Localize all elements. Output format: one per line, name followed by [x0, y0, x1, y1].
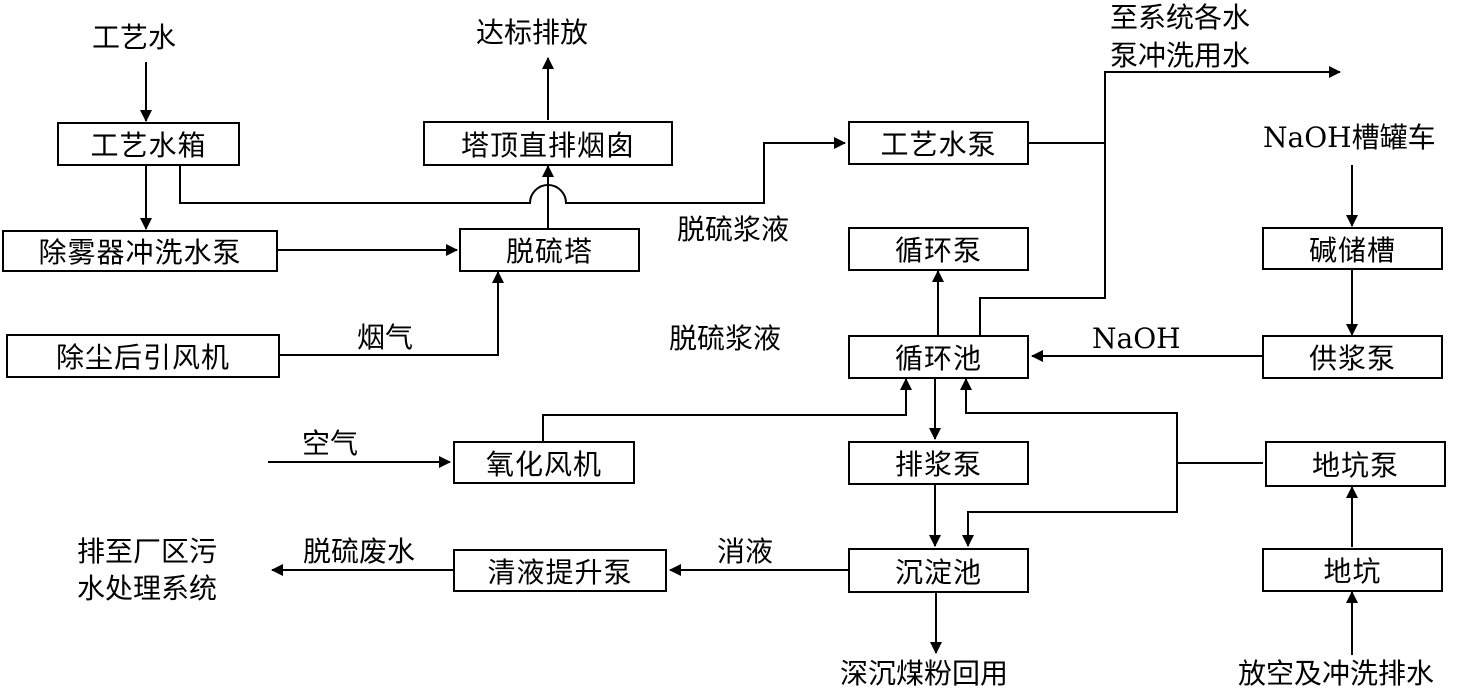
pit-pump-box: 地坑泵 — [1265, 441, 1446, 487]
arrow-oxidation-fan-to-tank — [542, 378, 912, 441]
arrow-fan-to-tower — [280, 271, 504, 356]
alkali-storage-tank-box: 碱储槽 — [1262, 227, 1443, 270]
to-plant-wastewater-line2: 水处理系统 — [77, 572, 218, 605]
supply-pump-box: 供浆泵 — [1262, 335, 1443, 379]
process-water-label: 工艺水 — [92, 21, 177, 54]
clear-liquid-label: 消液 — [717, 535, 774, 568]
venting-flushing-water-label: 放空及冲洗排水 — [1238, 657, 1435, 690]
tower-chimney-box: 塔顶直排烟囱 — [423, 121, 673, 166]
desulfurization-tower-box: 脱硫塔 — [459, 228, 640, 272]
line-tank-to-pump-feed — [979, 143, 1106, 335]
flue-gas-label: 烟气 — [357, 321, 414, 354]
induced-fan-box: 除尘后引风机 — [6, 334, 280, 378]
slurry-discharge-pump-box: 排浆泵 — [848, 441, 1029, 485]
coal-powder-recovery-label: 深沉煤粉回用 — [840, 657, 1009, 690]
naoh-truck-label: NaOH槽罐车 — [1263, 121, 1436, 154]
process-water-tank-box: 工艺水箱 — [57, 122, 240, 166]
circulation-pump-box: 循环泵 — [848, 227, 1029, 271]
pit-box: 地坑 — [1262, 548, 1443, 592]
arrow-to-system-pumps — [1028, 66, 1341, 144]
clear-liquid-pump-box: 清液提升泵 — [453, 549, 667, 592]
to-plant-wastewater-line1: 排至厂区污 — [77, 535, 218, 568]
air-label: 空气 — [302, 427, 359, 460]
to-system-pumps-line2: 泵冲洗用水 — [1110, 39, 1251, 72]
to-system-pumps-line1: 至系统各水 — [1110, 1, 1251, 34]
sedimentation-tank-box: 沉淀池 — [848, 548, 1029, 593]
naoh-label: NaOH — [1092, 322, 1181, 355]
oxidation-fan-box: 氧化风机 — [453, 441, 635, 484]
mist-eliminator-pump-box: 除雾器冲洗水泵 — [2, 230, 278, 272]
desulfurization-slurry-label-upper: 脱硫浆液 — [677, 213, 790, 246]
desulfurization-slurry-label-lower: 脱硫浆液 — [669, 322, 782, 355]
circulation-tank-box: 循环池 — [848, 335, 1029, 379]
desulfurization-wastewater-label: 脱硫废水 — [303, 535, 416, 568]
process-water-pump-box: 工艺水泵 — [848, 121, 1029, 165]
arrow-pit-pump-to-circulation-tank — [960, 378, 1263, 464]
arrow-pit-pump-to-sedimentation — [962, 463, 1178, 547]
line-tank-to-process-water-pump — [179, 137, 846, 204]
discharge-standard-label: 达标排放 — [476, 16, 589, 49]
